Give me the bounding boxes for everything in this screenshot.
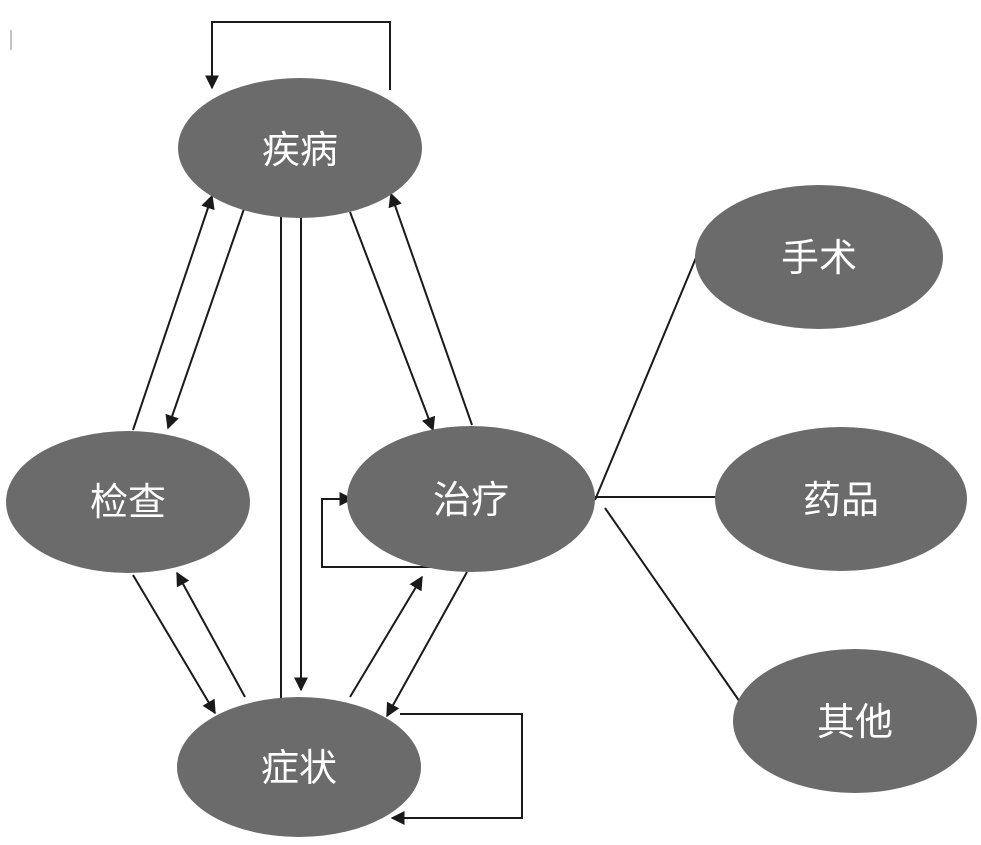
- node-symptom[interactable]: 症状: [177, 697, 421, 837]
- node-disease-label: 疾病: [262, 128, 338, 172]
- edges-layer: [132, 21, 741, 825]
- node-drug[interactable]: 药品: [715, 427, 967, 571]
- edge-disease-to-treatment: [349, 211, 436, 432]
- edge-exam-to-symptom: [132, 574, 216, 715]
- nodes-layer: 疾病 检查 治疗 症状 手术 药品 其他: [6, 78, 977, 837]
- edge-treatment-to-disease: [388, 192, 473, 426]
- edge-treatment-other: [604, 507, 741, 703]
- node-drug-label: 药品: [803, 478, 879, 522]
- node-treatment[interactable]: 治疗: [347, 426, 595, 572]
- node-treatment-label: 治疗: [433, 478, 509, 522]
- edge-symptom-to-treatment: [349, 575, 423, 698]
- edge-treatment-self-loop: [321, 492, 432, 568]
- node-symptom-label: 症状: [261, 746, 337, 790]
- node-exam[interactable]: 检查: [6, 431, 250, 573]
- edge-disease-to-exam: [165, 205, 246, 430]
- edge-symptom-to-exam: [176, 571, 246, 698]
- edge-treatment-to-symptom: [386, 571, 468, 718]
- node-surgery-label: 手术: [781, 236, 857, 280]
- edge-symptom-self-loop: [390, 713, 523, 825]
- node-disease[interactable]: 疾病: [178, 78, 422, 218]
- edge-disease-self-loop: [205, 21, 391, 90]
- node-surgery[interactable]: 手术: [695, 185, 943, 329]
- edge-exam-to-disease: [132, 194, 215, 431]
- node-other-label: 其他: [817, 700, 893, 744]
- node-exam-label: 检查: [90, 480, 166, 524]
- edge-treatment-surgery: [594, 252, 699, 501]
- node-other[interactable]: 其他: [733, 649, 977, 793]
